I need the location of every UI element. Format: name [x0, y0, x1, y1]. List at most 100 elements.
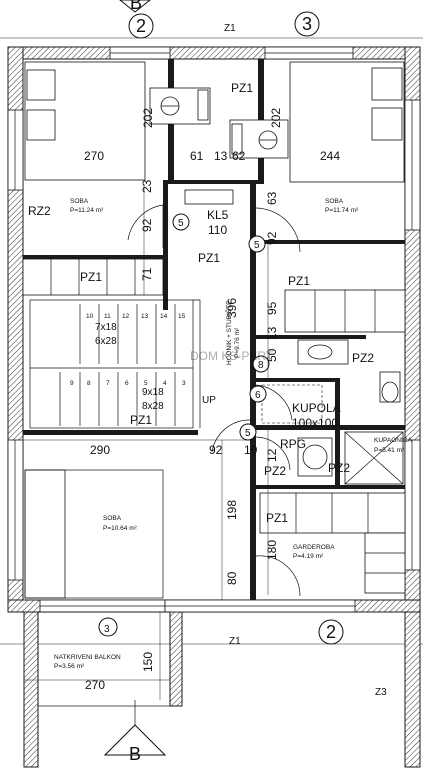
room-area-soba-bottom: P=10.64 m²	[103, 525, 138, 532]
label-kupola-dim: 100x100	[292, 416, 338, 430]
dim-71: 71	[140, 267, 154, 281]
room-name-hodnik: HODNIK + STUBIŠTE	[224, 300, 233, 365]
label-pz1-wardrobe-right: PZ1	[288, 274, 310, 288]
svg-text:5: 5	[254, 240, 260, 251]
z3-label: Z3	[375, 687, 387, 698]
label-kl5: KL5	[207, 208, 229, 222]
grid-b-top-label: B	[130, 0, 142, 13]
z1-top-label: Z1	[224, 23, 236, 34]
label-pz2-bath-top: PZ2	[352, 351, 374, 365]
room-name-soba-right: SOBA	[325, 198, 344, 205]
dim-270-left: 270	[84, 149, 104, 163]
svg-text:8: 8	[258, 360, 264, 371]
label-pz1-stair: PZ1	[130, 413, 152, 427]
label-pz2-bath-center: PZ2	[328, 461, 350, 475]
dim-62: 62	[232, 149, 246, 163]
stair-num: 10	[86, 313, 94, 320]
dim-80: 80	[225, 571, 239, 585]
exterior-walls	[7, 46, 421, 768]
label-pz2-bath-left: PZ2	[264, 464, 286, 478]
stair-spec-top2: 6x28	[95, 336, 117, 347]
stair-num: 15	[178, 313, 186, 320]
grid-bubble-2-top: 2	[128, 13, 154, 39]
stair-num: 3	[182, 380, 186, 387]
door-tag-5-left: 5	[172, 213, 190, 231]
room-area-balkon: P=3.56 m²	[54, 663, 85, 670]
grid-bubble-2-bottom: 2	[318, 619, 344, 645]
room-name-balkon: NATKRIVENI BALKON	[54, 654, 121, 661]
dim-23: 23	[140, 179, 154, 193]
door-tag-6: 6	[249, 385, 267, 403]
desk-right	[229, 119, 289, 159]
balcony	[37, 611, 171, 707]
stair-spec-bottom: 9x18	[142, 387, 164, 398]
dim-270-bottom: 270	[85, 678, 105, 692]
dim-13: 13	[214, 149, 228, 163]
stair-num: 13	[141, 313, 149, 320]
grid-axis-b-top: B	[119, 0, 151, 13]
room-name-soba-left: SOBA	[70, 198, 89, 205]
door-tag-8: 8	[252, 355, 270, 373]
stair-spec-bottom2: 8x28	[142, 401, 164, 412]
grid-2-bottom-label: 2	[326, 622, 336, 642]
stair-up-label: UP	[202, 395, 216, 406]
dim-10: 10	[244, 443, 258, 457]
dim-61: 61	[190, 149, 204, 163]
grid-3-top-label: 3	[302, 14, 312, 34]
room-name-kupaonica: KUPAONICA	[374, 437, 412, 444]
stair-spec-top: 7x18	[95, 322, 117, 333]
room-area-soba-right: P=11.74 m²	[325, 207, 359, 214]
dim-92-right: 92	[265, 231, 279, 245]
stair-num: 7	[106, 380, 110, 387]
stair-num: 6	[125, 380, 129, 387]
staircase	[29, 299, 201, 429]
dim-202-left: 202	[141, 108, 155, 128]
dim-202-right: 202	[269, 108, 283, 128]
kl5-unit	[184, 189, 234, 205]
label-pz1-garderoba: PZ1	[266, 511, 288, 525]
label-kl5-dim: 110	[208, 223, 227, 237]
svg-text:5: 5	[245, 428, 251, 439]
svg-text:6: 6	[255, 390, 261, 401]
dim-150: 150	[141, 652, 155, 672]
room-name-garderoba: GARDEROBA	[293, 544, 335, 551]
grid-3-bottom-label: 3	[104, 624, 110, 635]
grid-b-bottom-label: B	[129, 744, 141, 764]
door-tag-5-right: 5	[248, 235, 266, 253]
dim-290: 290	[90, 443, 110, 457]
grid-axis-b-bottom: B	[103, 700, 167, 764]
stair-num: 14	[160, 313, 168, 320]
dim-92-left: 92	[140, 218, 154, 232]
stair-num: 4	[163, 380, 167, 387]
wardrobe-garderoba	[259, 492, 406, 594]
label-pz1-top: PZ1	[231, 81, 253, 95]
dim-12: 12	[265, 448, 279, 462]
bath-fixtures	[261, 339, 404, 485]
room-area-garderoba: P=4.19 m²	[293, 553, 324, 560]
watermark: DOM KS-PERT	[190, 349, 274, 363]
label-pz1-wardrobe-left: PZ1	[80, 270, 102, 284]
dimension-lines	[23, 184, 269, 700]
svg-text:5: 5	[178, 218, 184, 229]
z1-bottom-label: Z1	[229, 636, 241, 647]
dim-244-right: 244	[320, 149, 340, 163]
room-name-soba-bottom: SOBA	[103, 515, 122, 522]
grid-2-top-label: 2	[136, 16, 146, 36]
label-kupola: KUPOLA	[292, 401, 341, 415]
door-swings	[127, 204, 301, 597]
stair-num: 11	[104, 313, 111, 320]
bed-bottom	[24, 469, 164, 599]
wardrobe-right	[284, 289, 406, 333]
dim-95: 95	[265, 301, 279, 315]
wardrobe-left	[22, 258, 164, 296]
stair-num: 8	[87, 380, 91, 387]
stair-num: 5	[144, 380, 148, 387]
room-area-soba-left: P=11.24 m²	[70, 207, 104, 214]
label-pz1-door-left: PZ1	[198, 251, 220, 265]
dim-63: 63	[265, 191, 279, 205]
label-rz2: RZ2	[28, 204, 51, 218]
room-area-hodnik: P=9.76 m²	[234, 327, 241, 358]
label-rpg: RPG	[280, 437, 306, 451]
grid-bubble-3-top: 3	[294, 11, 320, 37]
